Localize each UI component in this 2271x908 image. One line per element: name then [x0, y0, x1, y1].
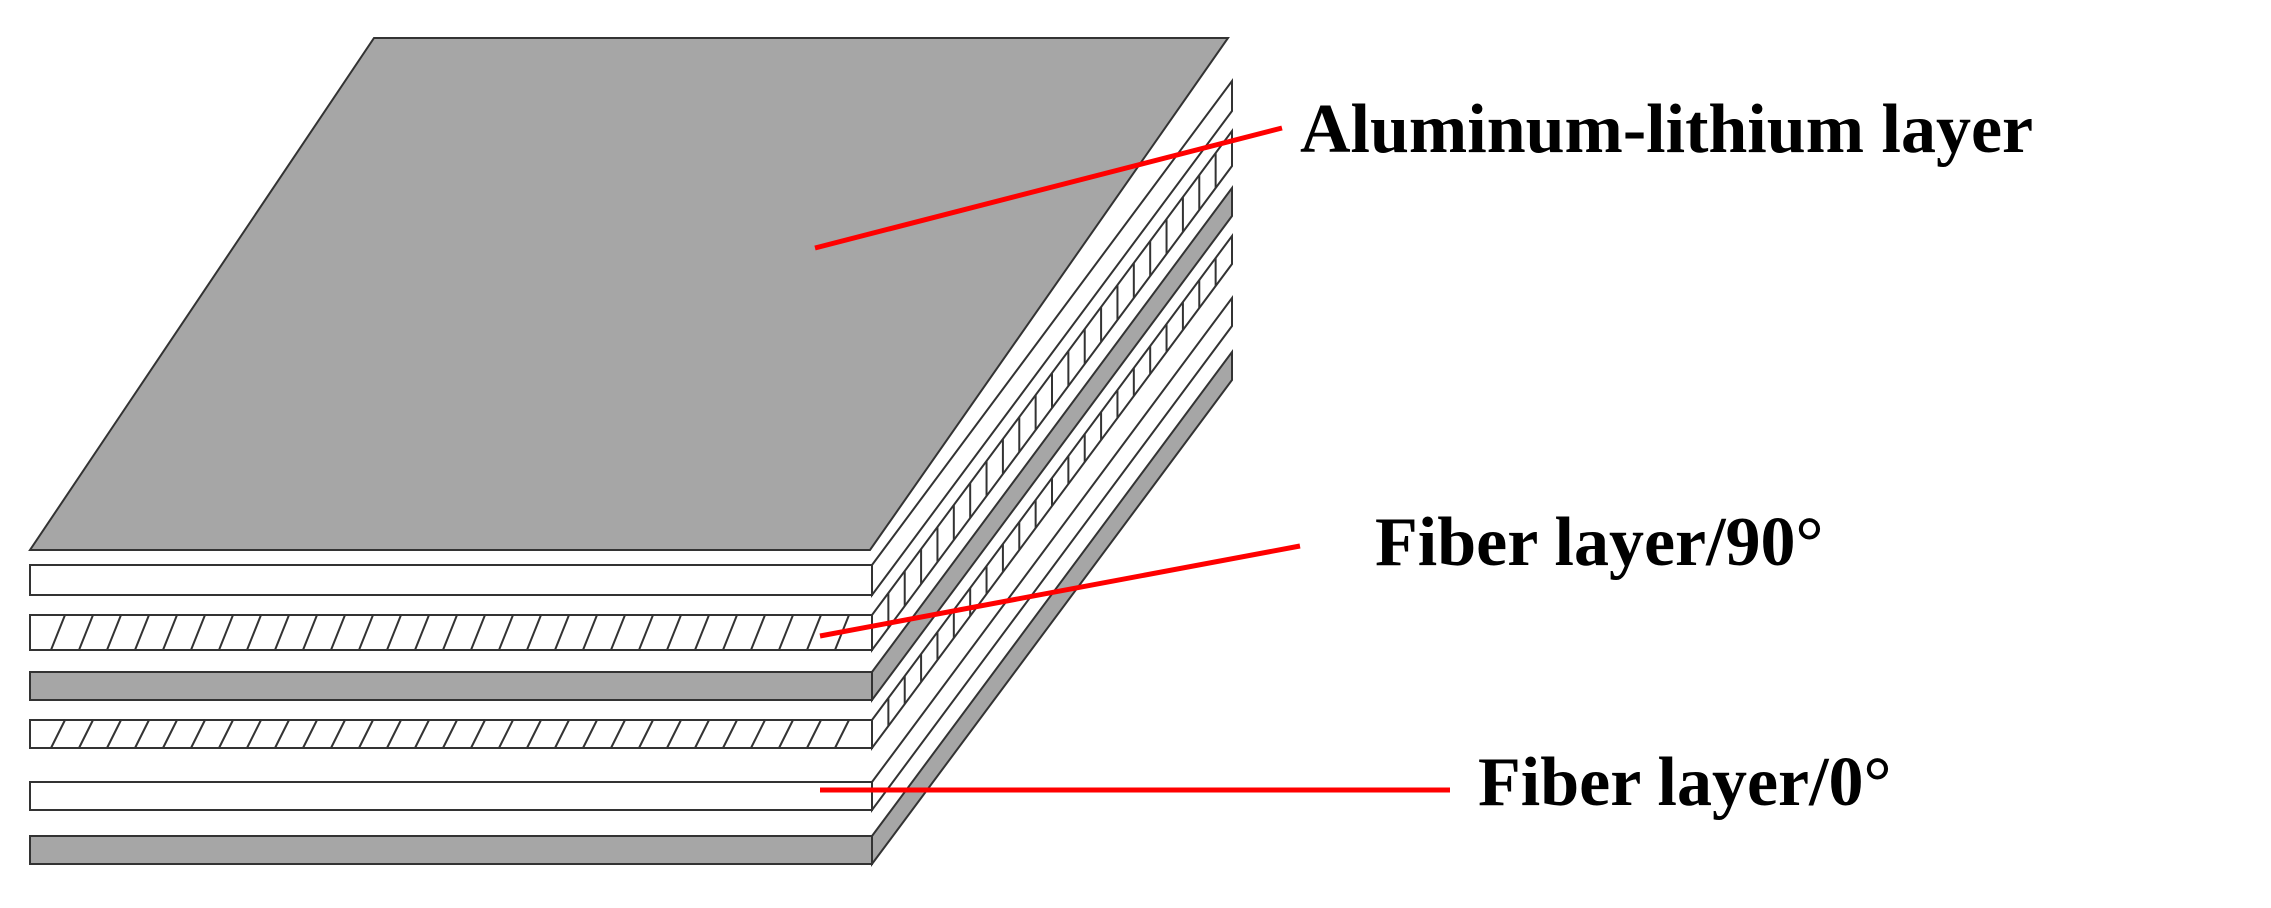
hatch-line	[218, 614, 234, 651]
hatch-line	[582, 719, 598, 749]
ply-fiber-0-lower-side	[29, 781, 873, 811]
label-fiber-layer-0: Fiber layer/0°	[1478, 744, 1892, 821]
hatch-line	[722, 614, 738, 651]
ply-fiber-90-upper-hatch	[50, 614, 850, 651]
hatch-line	[78, 719, 94, 749]
hatch-line	[358, 614, 374, 651]
hatch-line	[330, 719, 346, 749]
ply-fiber-0-upper-side-right	[871, 77, 1233, 599]
hatch-line	[386, 614, 402, 651]
ply-fiber-90-lower-hatch	[50, 719, 850, 749]
hatch-line	[638, 614, 654, 651]
hatch-line	[386, 719, 402, 749]
hatch-line	[638, 719, 654, 749]
ply-stack	[28, 37, 1233, 868]
ply-aluminum-top	[28, 37, 1230, 551]
hatch-line	[106, 719, 122, 749]
hatch-line	[274, 719, 290, 749]
ply-fiber-90-upper	[29, 127, 1233, 654]
hatch-line	[50, 614, 66, 651]
hatch-line	[526, 719, 542, 749]
hatch-line	[470, 719, 486, 749]
ply-fiber-0-lower-side-right	[871, 294, 1233, 814]
hatch-line	[106, 614, 122, 651]
hatch-line	[582, 614, 598, 651]
hatch-line	[554, 719, 570, 749]
ply-aluminum-middle-side	[29, 671, 873, 701]
hatch-line	[414, 614, 430, 651]
hatch-line	[442, 614, 458, 651]
hatch-line	[778, 719, 794, 749]
ply-aluminum-bottom-side-right	[871, 348, 1233, 868]
hatch-line	[806, 614, 822, 651]
leader-lines	[814, 125, 1450, 793]
hatch-line	[750, 614, 766, 651]
ply-aluminum-bottom	[29, 348, 1233, 868]
hatch-line	[806, 719, 822, 749]
hatch-line	[162, 614, 178, 651]
ply-aluminum-bottom-side	[29, 835, 873, 865]
hatch-line	[358, 719, 374, 749]
hatch-line	[274, 614, 290, 651]
hatch-line	[526, 614, 542, 651]
hatch-line	[666, 614, 682, 651]
hatch-line	[834, 719, 850, 749]
ply-fiber-90-lower	[29, 232, 1233, 752]
hatch-line	[162, 719, 178, 749]
leader-line-fiber-90	[819, 543, 1301, 639]
hatch-line	[134, 614, 150, 651]
ply-fiber-0-upper-side	[29, 564, 873, 596]
hatch-line	[190, 614, 206, 651]
hatch-line	[302, 719, 318, 749]
hatch-line	[442, 719, 458, 749]
hatch-line	[134, 719, 150, 749]
hatch-line	[498, 719, 514, 749]
hatch-line	[190, 719, 206, 749]
leader-line-aluminum	[814, 125, 1283, 251]
ply-aluminum-middle-side-right	[871, 184, 1233, 704]
hatch-line	[470, 614, 486, 651]
hatch-line	[246, 719, 262, 749]
hatch-line	[414, 719, 430, 749]
ply-aluminum-middle	[29, 184, 1233, 704]
hatch-line	[666, 719, 682, 749]
label-aluminum-lithium-layer: Aluminum-lithium layer	[1300, 91, 2033, 168]
hatch-line	[610, 719, 626, 749]
ply-fiber-0-upper	[29, 77, 1233, 599]
hatch-line	[78, 614, 94, 651]
hatch-line	[610, 614, 626, 651]
hatch-line	[722, 719, 738, 749]
hatch-line	[246, 614, 262, 651]
hatch-line	[498, 614, 514, 651]
ply-aluminum-top-face	[28, 37, 1230, 551]
hatch-line	[302, 614, 318, 651]
ply-fiber-90-lower-hatch-right	[887, 258, 1217, 726]
hatch-line	[750, 719, 766, 749]
hatch-line	[554, 614, 570, 651]
hatch-line	[330, 614, 346, 651]
label-fiber-layer-90: Fiber layer/90°	[1375, 504, 1824, 581]
hatch-line	[694, 614, 710, 651]
hatch-line	[694, 719, 710, 749]
hatch-line	[50, 719, 66, 749]
hatch-line	[778, 614, 794, 651]
ply-fiber-0-lower	[29, 294, 1233, 814]
hatch-line	[218, 719, 234, 749]
